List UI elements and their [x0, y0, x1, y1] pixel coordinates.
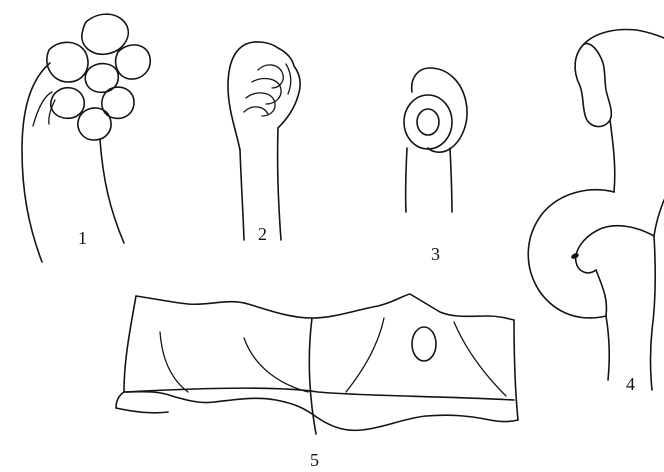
drawing-4: 4 [528, 30, 664, 394]
drawing-4-spiral-inner [576, 226, 654, 273]
drawing-1-oval-lower-left [51, 88, 85, 119]
drawing-5-right-arc-b [454, 322, 506, 396]
drawing-3-inner-circle [417, 109, 439, 135]
drawing-5: 5 [116, 294, 518, 470]
drawing-2-knot-5 [286, 64, 291, 94]
drawing-4-upper-outline [584, 30, 664, 44]
drawing-4-stalk-inner [596, 270, 607, 316]
drawing-1-label: 1 [78, 228, 87, 248]
drawing-1-oval-lower-right [102, 87, 134, 118]
drawing-3-back-shape [412, 68, 467, 152]
drawing-5-left-edge [124, 296, 136, 392]
drawing-4-stalk-down-right [651, 236, 656, 390]
drawing-1-stalk-left [22, 63, 50, 262]
drawing-2-stalk-left [240, 150, 244, 240]
drawing-1-oval-bottom [78, 108, 111, 140]
drawing-2-knot-3 [246, 93, 275, 116]
drawing-1-stalk-right [100, 140, 124, 243]
drawing-1-oval-left [47, 42, 88, 82]
drawing-5-lower-line [126, 388, 514, 400]
drawing-5-label: 5 [310, 450, 319, 470]
drawing-4-spiral-outer [528, 190, 614, 318]
drawing-5-oval-hole [412, 327, 436, 361]
drawing-2-stalk-right [278, 128, 281, 240]
drawing-2-knot-2 [252, 79, 281, 104]
drawing-2-label: 2 [258, 224, 267, 244]
drawing-4-upper-right [654, 200, 664, 236]
drawing-3-outer-ring [404, 95, 452, 149]
drawing-5-right-arc-a [346, 318, 384, 392]
drawing-2: 2 [228, 42, 300, 244]
drawing-4-bean [575, 44, 611, 127]
drawing-3: 3 [404, 68, 467, 264]
drawing-5-right-edge [514, 320, 518, 420]
drawing-5-bottom-left-lip [116, 408, 168, 413]
drawing-3-label: 3 [431, 244, 440, 264]
drawing-4-stalk-down-left [606, 316, 609, 380]
drawing-5-middle-arc [244, 338, 308, 392]
drawing-1: 1 [22, 14, 150, 262]
drawing-2-knot-4 [244, 107, 268, 114]
drawing-1-oval-right [116, 45, 151, 79]
drawing-5-left-arc [160, 332, 188, 392]
drawing-4-upper-inner [610, 120, 615, 192]
drawing-4-label: 4 [626, 374, 635, 394]
drawing-5-top-edge [136, 294, 514, 320]
drawing-3-stalk-left [406, 148, 407, 212]
drawing-3-stalk-right [450, 148, 452, 212]
